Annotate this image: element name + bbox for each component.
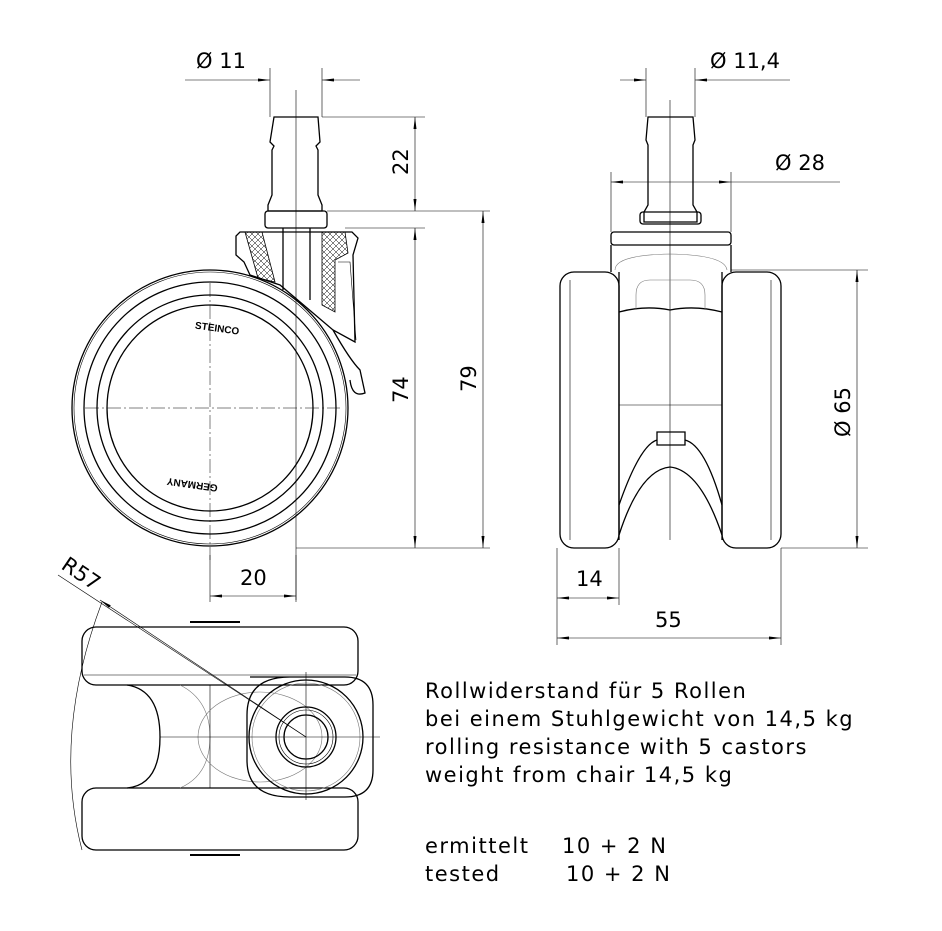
dimension-height-74: 74 xyxy=(389,228,417,548)
wheel-side xyxy=(71,269,349,560)
wheel-top-lower xyxy=(81,787,359,856)
front-view: Ø 11,4 Ø 28 Ø 65 14 55 xyxy=(556,49,868,645)
dim-label: Ø 11 xyxy=(196,49,246,73)
tested-value: 10 + 2 N xyxy=(566,862,671,886)
wheel-right-front xyxy=(721,271,782,549)
dim-label: 22 xyxy=(389,148,413,175)
stem-side xyxy=(264,90,328,600)
germany-logo-text: GERMANY xyxy=(166,475,218,493)
fork-body-front xyxy=(610,245,732,540)
note-line: Rollwiderstand für 5 Rollen xyxy=(425,679,747,703)
dim-label: 79 xyxy=(457,365,481,392)
top-view: R57 xyxy=(57,552,380,856)
side-view: STEINCO GERMANY Ø 11 xyxy=(71,49,490,602)
dim-label: Ø 65 xyxy=(831,387,855,437)
dim-label: 20 xyxy=(240,566,267,590)
dimension-stem-height: 22 xyxy=(389,117,417,211)
wheel-top-upper xyxy=(81,621,359,686)
notes: Rollwiderstand für 5 Rollen bei einem St… xyxy=(425,679,854,886)
dim-label: Ø 28 xyxy=(775,151,825,175)
dimension-radius: R57 xyxy=(57,552,307,738)
dimension-plate-diameter: Ø 28 xyxy=(610,151,840,232)
dimension-stem-diameter-side: Ø 11 xyxy=(185,49,360,117)
ermittelt-label: ermittelt xyxy=(425,834,529,858)
note-line: weight from chair 14,5 kg xyxy=(425,763,733,787)
dim-label: R57 xyxy=(57,552,105,595)
dim-label: 55 xyxy=(655,608,682,632)
ermittelt-value: 10 + 2 N xyxy=(562,834,667,858)
stem-front xyxy=(610,100,732,540)
dimension-offset: 20 xyxy=(209,555,297,602)
dimension-stem-diameter-front: Ø 11,4 xyxy=(620,49,790,117)
dim-label: 14 xyxy=(576,567,603,591)
steinco-logo-text: STEINCO xyxy=(194,321,240,338)
wheel-left-front xyxy=(559,271,620,549)
dim-label: Ø 11,4 xyxy=(710,49,780,73)
note-line: rolling resistance with 5 castors xyxy=(425,735,808,759)
tested-label: tested xyxy=(425,862,501,886)
dim-label: 74 xyxy=(389,376,413,403)
dimension-wheel-width: 14 xyxy=(556,548,620,645)
fork-housing xyxy=(235,231,366,395)
note-line: bei einem Stuhlgewicht von 14,5 kg xyxy=(425,707,854,731)
dimension-overall-width: 55 xyxy=(557,548,782,645)
radius-arc xyxy=(70,601,103,851)
dimension-wheel-diameter: Ø 65 xyxy=(731,269,868,549)
dimension-height-79: 79 xyxy=(457,211,485,548)
